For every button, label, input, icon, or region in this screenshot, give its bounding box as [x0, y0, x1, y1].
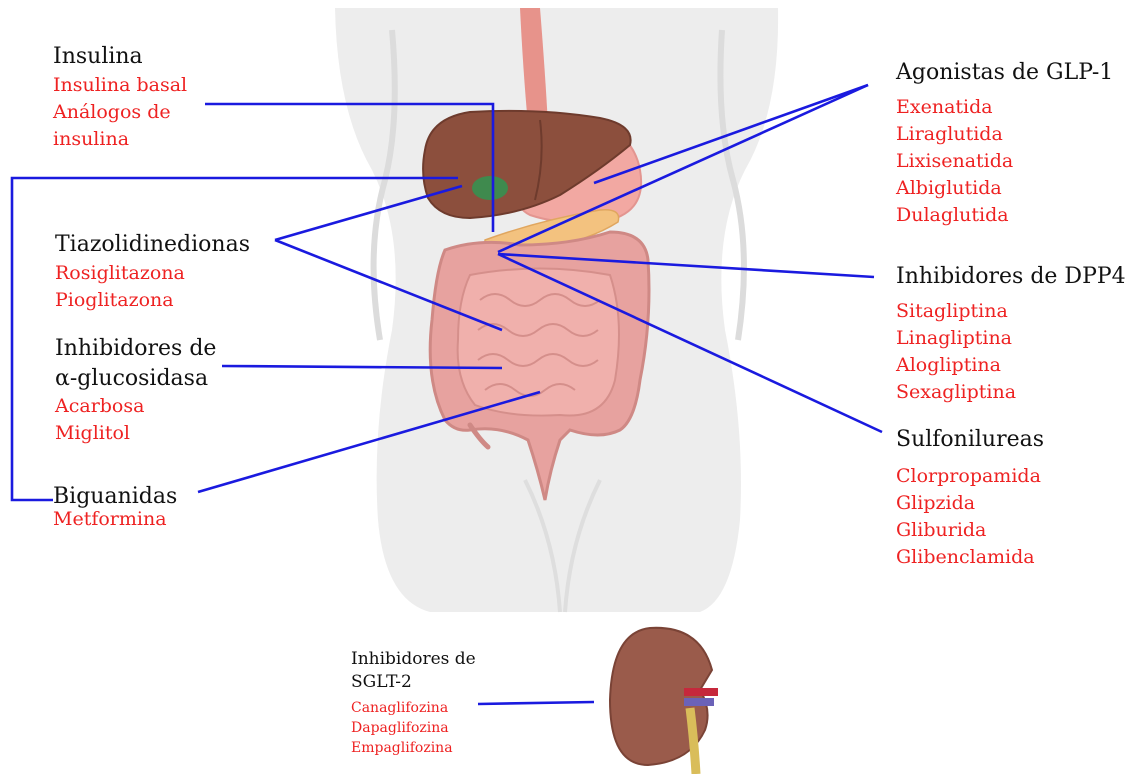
drug-item: Acarbosa: [55, 393, 216, 420]
drug-item: Dapaglifozina: [351, 718, 476, 738]
heading-line: SGLT-2: [351, 671, 476, 694]
drug-item: Sitagliptina: [896, 298, 1126, 325]
ureter: [690, 708, 696, 774]
label-group-dpp4: Inhibidores de DPP4 Sitagliptina Linagli…: [896, 262, 1126, 406]
drug-item: Empaglifozina: [351, 738, 476, 758]
label-group-alfa-glucosidasa: Inhibidores de α-glucosidasa Acarbosa Mi…: [55, 334, 216, 447]
drug-item: Sexagliptina: [896, 379, 1126, 406]
heading-insulina: Insulina: [53, 42, 187, 72]
drug-item: Rosiglitazona: [55, 260, 250, 287]
drug-item: Albiglutida: [896, 175, 1113, 202]
drug-item: Exenatida: [896, 94, 1113, 121]
heading-alfa-glucosidasa: Inhibidores de α-glucosidasa: [55, 334, 216, 393]
label-group-glp1: Agonistas de GLP-1 Exenatida Liraglutida…: [896, 58, 1113, 229]
drug-item: Liraglutida: [896, 121, 1113, 148]
heading-line: Inhibidores de: [55, 334, 216, 364]
drug-item: Insulina basal: [53, 72, 187, 99]
drug-item: Lixisenatida: [896, 148, 1113, 175]
drug-item: Pioglitazona: [55, 287, 250, 314]
drug-item: Clorpropamida: [896, 463, 1044, 490]
drug-list-sglt2: Canaglifozina Dapaglifozina Empaglifozin…: [351, 698, 476, 759]
drug-item: Análogos de: [53, 99, 187, 126]
drug-item: Gliburida: [896, 517, 1044, 544]
heading-line: α-glucosidasa: [55, 364, 216, 394]
heading-sulfonilureas: Sulfonilureas: [896, 425, 1044, 455]
drug-item: Metformina: [53, 506, 177, 533]
renal-artery: [684, 688, 718, 696]
heading-sglt2: Inhibidores de SGLT-2: [351, 648, 476, 694]
drug-item: Miglitol: [55, 420, 216, 447]
label-group-sulfonilureas: Sulfonilureas Clorpropamida Glipzida Gli…: [896, 425, 1044, 571]
drug-list-dpp4: Sitagliptina Linagliptina Alogliptina Se…: [896, 298, 1126, 406]
drug-list-tiazolidinedionas: Rosiglitazona Pioglitazona: [55, 260, 250, 314]
drug-item: Linagliptina: [896, 325, 1126, 352]
drug-list-alfa-glucosidasa: Acarbosa Miglitol: [55, 393, 216, 447]
drug-item: Glipzida: [896, 490, 1044, 517]
heading-tiazolidinedionas: Tiazolidinedionas: [55, 230, 250, 260]
drug-item: Canaglifozina: [351, 698, 476, 718]
drug-list-glp1: Exenatida Liraglutida Lixisenatida Albig…: [896, 94, 1113, 229]
heading-dpp4: Inhibidores de DPP4: [896, 262, 1126, 292]
heading-glp1: Agonistas de GLP-1: [896, 58, 1113, 88]
label-group-sglt2: Inhibidores de SGLT-2 Canaglifozina Dapa…: [351, 648, 476, 759]
drug-item: insulina: [53, 126, 187, 153]
drug-item: Dulaglutida: [896, 202, 1113, 229]
drug-list-biguanidas: Metformina: [53, 506, 177, 533]
label-group-insulina: Insulina Insulina basal Análogos de insu…: [53, 42, 187, 153]
drug-item: Alogliptina: [896, 352, 1126, 379]
drug-item: Glibenclamida: [896, 544, 1044, 571]
label-group-biguanidas: Biguanidas Metformina: [53, 482, 177, 533]
gallbladder: [472, 176, 508, 200]
heading-line: Inhibidores de: [351, 648, 476, 671]
renal-vein: [684, 698, 714, 706]
drug-list-insulina: Insulina basal Análogos de insulina: [53, 72, 187, 153]
connector-sglt2: [478, 702, 594, 704]
drug-list-sulfonilureas: Clorpropamida Glipzida Gliburida Glibenc…: [896, 463, 1044, 571]
label-group-tiazolidinedionas: Tiazolidinedionas Rosiglitazona Pioglita…: [55, 230, 250, 314]
